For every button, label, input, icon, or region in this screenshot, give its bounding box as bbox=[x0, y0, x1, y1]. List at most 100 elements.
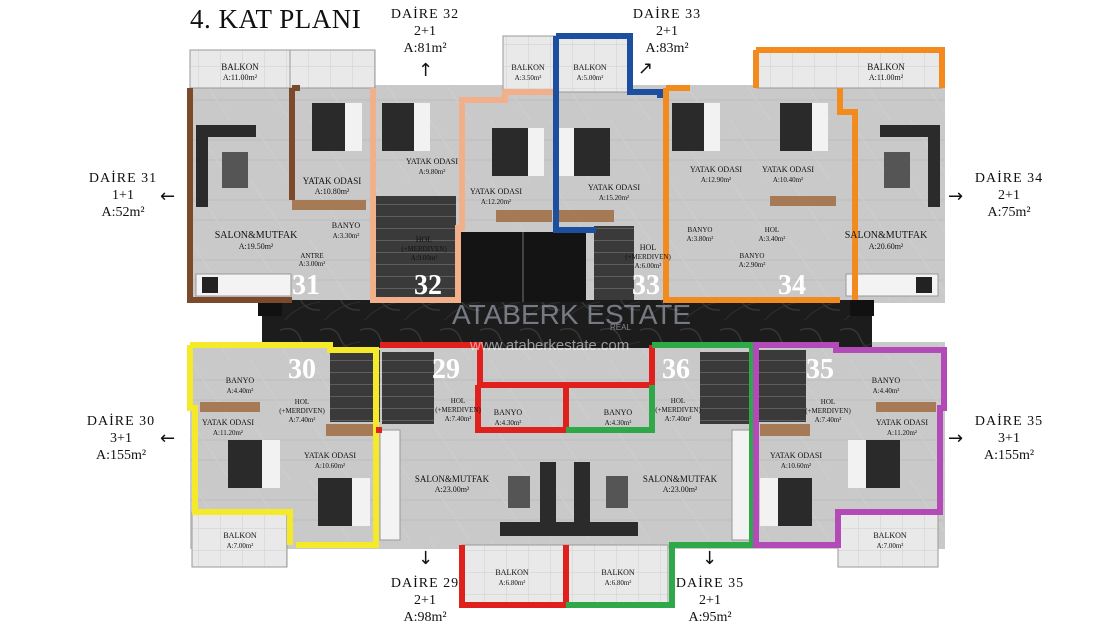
room-area: A:4.30m² bbox=[605, 419, 632, 427]
room-area: A:10.40m² bbox=[773, 176, 803, 184]
room-area: A:4.40m² bbox=[227, 387, 254, 395]
apt-area: A:98m² bbox=[403, 610, 447, 625]
watermark-brand: ATABERK ESTATE bbox=[452, 299, 691, 330]
room-name: SALON&MUTFAK bbox=[643, 474, 718, 484]
unit-number-29: 29 bbox=[432, 354, 460, 385]
apt-type: 3+1 bbox=[998, 431, 1020, 446]
arrow-down-icon: ↓ bbox=[418, 548, 434, 569]
apt-area: A:95m² bbox=[688, 610, 732, 625]
room-area: A:11.20m² bbox=[213, 429, 243, 437]
room-area: A:2.90m² bbox=[739, 261, 766, 269]
room-name: HOL bbox=[451, 397, 465, 405]
unit-number-31: 31 bbox=[292, 270, 320, 301]
room-area: A:3.50m² bbox=[515, 74, 542, 82]
room-name: HOL bbox=[640, 243, 657, 252]
apt-type: 2+1 bbox=[414, 24, 436, 39]
furniture bbox=[195, 103, 940, 541]
apt-type: 2+1 bbox=[414, 593, 436, 608]
room-area: A:19.50m² bbox=[239, 242, 274, 251]
room-name: ANTRE bbox=[300, 252, 323, 260]
room-area: A:11.20m² bbox=[887, 429, 917, 437]
room-name: BALKON bbox=[495, 568, 529, 577]
apt-area: A:155m² bbox=[983, 448, 1035, 463]
room-name: HOL bbox=[416, 235, 433, 244]
room-name: BALKON bbox=[867, 62, 905, 72]
apt-name: DAİRE 35 bbox=[974, 414, 1044, 429]
room-area: A:7.40m² bbox=[815, 416, 842, 424]
unit-number-33: 33 bbox=[632, 270, 660, 301]
room-name: SALON&MUTFAK bbox=[845, 230, 928, 241]
apt-name: DAİRE 32 bbox=[390, 7, 460, 22]
room-name: BANYO bbox=[740, 252, 765, 260]
room-name: YATAK ODASI bbox=[202, 418, 254, 427]
balconies-bottom bbox=[191, 511, 939, 606]
room-area: (+MERDIVEN) bbox=[625, 253, 671, 261]
room-area: A:3.00m² bbox=[299, 260, 326, 268]
room-area: A:7.00m² bbox=[877, 542, 904, 550]
sofa-icon bbox=[196, 125, 940, 536]
bed-icon bbox=[228, 103, 900, 526]
room-area: A:9.00m² bbox=[411, 254, 438, 262]
room-name: BALKON bbox=[511, 63, 545, 72]
room-name: BANYO bbox=[494, 408, 523, 417]
apt-area: A:83m² bbox=[645, 41, 689, 56]
room-name: YATAK ODASI bbox=[303, 176, 362, 186]
room-area: A:7.00m² bbox=[227, 542, 254, 550]
room-area: A:3.80m² bbox=[687, 235, 714, 243]
room-name: BANYO bbox=[332, 221, 361, 230]
room-area: A:9.80m² bbox=[419, 168, 446, 176]
room-name: BALKON bbox=[573, 63, 607, 72]
apt-type: 2+1 bbox=[699, 593, 721, 608]
label-daire-34: DAİRE 34 2+1 A:75m² bbox=[964, 170, 1054, 221]
room-name: BALKON bbox=[601, 568, 635, 577]
apt-type: 3+1 bbox=[110, 431, 132, 446]
room-area: (+MERDIVEN) bbox=[655, 406, 701, 414]
label-daire-36: DAİRE 35 2+1 A:95m² bbox=[665, 575, 755, 626]
watermark: ATABERK ESTATE REAL www.ataberkestate.co… bbox=[452, 299, 691, 354]
room-name: BALKON bbox=[873, 531, 907, 540]
unit-number-36: 36 bbox=[662, 354, 690, 385]
unit-number-34: 34 bbox=[778, 270, 806, 301]
arrow-left-icon: ← bbox=[160, 186, 176, 207]
room-name: YATAK ODASI bbox=[588, 183, 640, 192]
room-area: A:3.40m² bbox=[759, 235, 786, 243]
room-area: A:6.00m² bbox=[635, 262, 662, 270]
outline-daire-36 bbox=[566, 342, 755, 608]
room-name: YATAK ODASI bbox=[876, 418, 928, 427]
room-area: A:10.60m² bbox=[315, 462, 345, 470]
apt-area: A:81m² bbox=[403, 41, 447, 56]
wardrobe bbox=[200, 196, 936, 436]
unit-number-35: 35 bbox=[806, 354, 834, 385]
stairs bbox=[330, 196, 806, 424]
room-area: (+MERDIVEN) bbox=[401, 245, 447, 253]
outline-daire-35 bbox=[753, 342, 947, 548]
arrow-up-icon: ↑ bbox=[418, 60, 434, 81]
room-area: A:23.00m² bbox=[435, 485, 470, 494]
arrow-left-icon: ← bbox=[160, 428, 176, 449]
outline-daire-34 bbox=[663, 47, 945, 303]
label-daire-32: DAİRE 32 2+1 A:81m² bbox=[380, 6, 470, 57]
room-area: (+MERDIVEN) bbox=[805, 407, 851, 415]
arrow-down-icon: ↓ bbox=[702, 548, 718, 569]
room-area: (+MERDIVEN) bbox=[435, 406, 481, 414]
apt-name: DAİRE 35 bbox=[675, 576, 745, 591]
unit-number-30: 30 bbox=[288, 354, 316, 385]
label-daire-31: DAİRE 31 1+1 A:52m² bbox=[78, 170, 168, 221]
room-area: A:20.60m² bbox=[869, 242, 904, 251]
room-area: A:10.80m² bbox=[315, 187, 350, 196]
apt-name: DAİRE 31 bbox=[88, 171, 158, 186]
room-area: A:4.40m² bbox=[873, 387, 900, 395]
apt-area: A:75m² bbox=[987, 205, 1031, 220]
room-name: BANYO bbox=[604, 408, 633, 417]
room-labels: BALKON A:11.00m² YATAK ODASI A:10.80m² S… bbox=[202, 62, 928, 587]
room-area: A:7.40m² bbox=[445, 415, 472, 423]
outline-daire-30 bbox=[187, 342, 379, 548]
apt-name: DAİRE 33 bbox=[632, 7, 702, 22]
room-area: A:11.00m² bbox=[223, 73, 258, 82]
balconies-top bbox=[189, 35, 943, 93]
room-area: A:15.20m² bbox=[599, 194, 629, 202]
outline-daire-31 bbox=[187, 85, 300, 303]
label-daire-29: DAİRE 29 2+1 A:98m² bbox=[380, 575, 470, 626]
